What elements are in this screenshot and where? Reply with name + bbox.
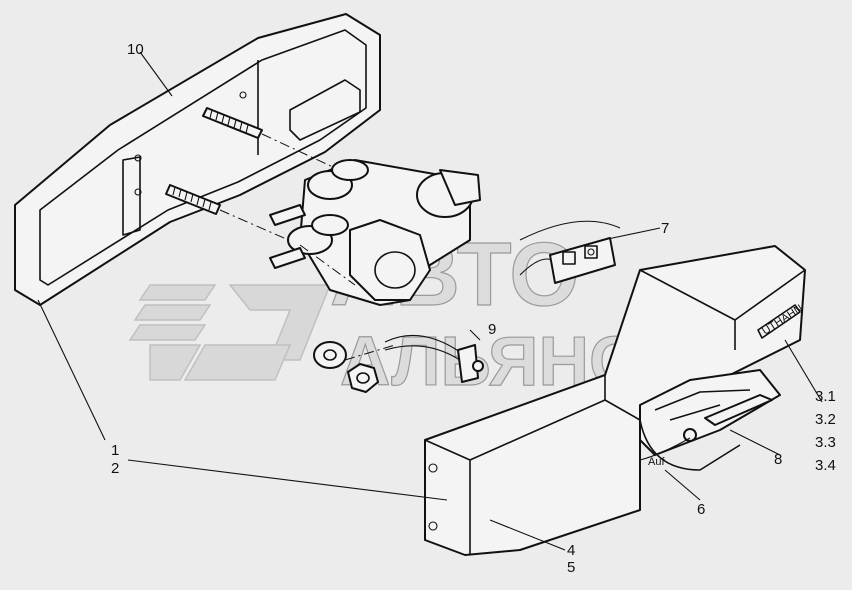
leader-9: [469, 329, 481, 341]
callout-4: 4: [567, 542, 575, 559]
flap-label-auf: Auf: [648, 456, 665, 468]
leader-1: [37, 299, 106, 441]
watermark-logo: [128, 284, 332, 381]
threaded-studs: [165, 107, 351, 246]
leader-4: [489, 519, 566, 551]
callout-10: 10: [127, 41, 144, 58]
leader-8: [729, 429, 781, 456]
leader-7: [602, 227, 661, 241]
part-7-connector: [519, 220, 621, 284]
callout-9: 9: [488, 321, 496, 338]
callout-5: 5: [567, 559, 575, 576]
callout-3-4: 3.4: [815, 457, 836, 474]
part-9-sensor: [384, 334, 484, 383]
callout-3-3: 3.3: [815, 434, 836, 451]
valve-block-assembly: [269, 159, 481, 306]
washer-and-nut: [313, 341, 396, 393]
callout-3-2: 3.2: [815, 411, 836, 428]
leader-6: [664, 469, 701, 501]
callout-3-1: 3.1: [815, 388, 836, 405]
callout-6: 6: [697, 501, 705, 518]
leader-2: [127, 459, 448, 501]
callout-2: 2: [111, 460, 119, 477]
callout-labels: 10 1 2 7 9 3.1 3.2 3.3 3.4 8 6 4 5: [111, 41, 836, 576]
callout-7: 7: [661, 220, 669, 237]
callout-8: 8: [774, 451, 782, 468]
leader-3: [784, 339, 823, 403]
control-flap-assembly: Auf: [639, 369, 781, 471]
callout-1: 1: [111, 442, 119, 459]
leader-lines: [37, 51, 823, 551]
leader-10: [139, 51, 173, 97]
part-10-cover-frame: [14, 13, 381, 306]
